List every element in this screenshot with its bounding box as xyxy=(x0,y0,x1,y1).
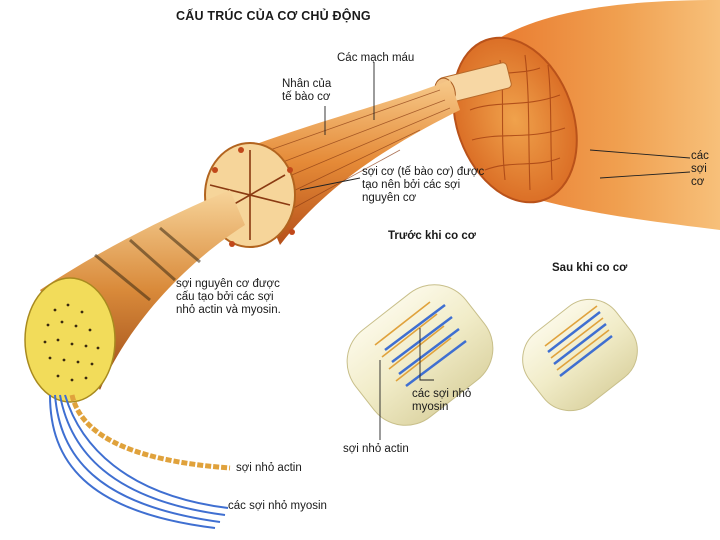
label-muscle-fiber: sợi cơ (tế bào cơ) được tạo nên bởi các … xyxy=(362,166,485,204)
label-myosin-filaments-mid: các sợi nhỏ myosin xyxy=(412,388,472,413)
label-after-contraction: Sau khi co cơ xyxy=(552,262,628,274)
diagram-title: CẤU TRÚC CỦA CƠ CHỦ ĐỘNG xyxy=(176,9,371,23)
sarcomere-after xyxy=(522,298,638,412)
label-actin-filament: sợi nhỏ actin xyxy=(236,462,302,474)
label-blood-vessels: Các mạch máu xyxy=(337,52,415,64)
whole-muscle xyxy=(434,0,720,230)
label-myofibril: sợi nguyên cơ được cấu tạo bởi các sợi n… xyxy=(176,278,281,316)
leader-lines xyxy=(299,62,691,440)
myosin-filament-strands xyxy=(49,394,229,529)
label-actin-filament-mid: sợi nhỏ actin xyxy=(343,443,409,455)
label-fiber-bundles: các sợi cơ xyxy=(691,150,709,188)
label-myosin-filaments: các sợi nhỏ myosin xyxy=(228,500,327,512)
myofibril xyxy=(24,190,245,403)
label-muscle-cell-nucleus: Nhân của tế bào cơ xyxy=(282,78,332,103)
actin-filament-strand xyxy=(69,394,231,471)
label-before-contraction: Trước khi co cơ xyxy=(388,230,476,242)
